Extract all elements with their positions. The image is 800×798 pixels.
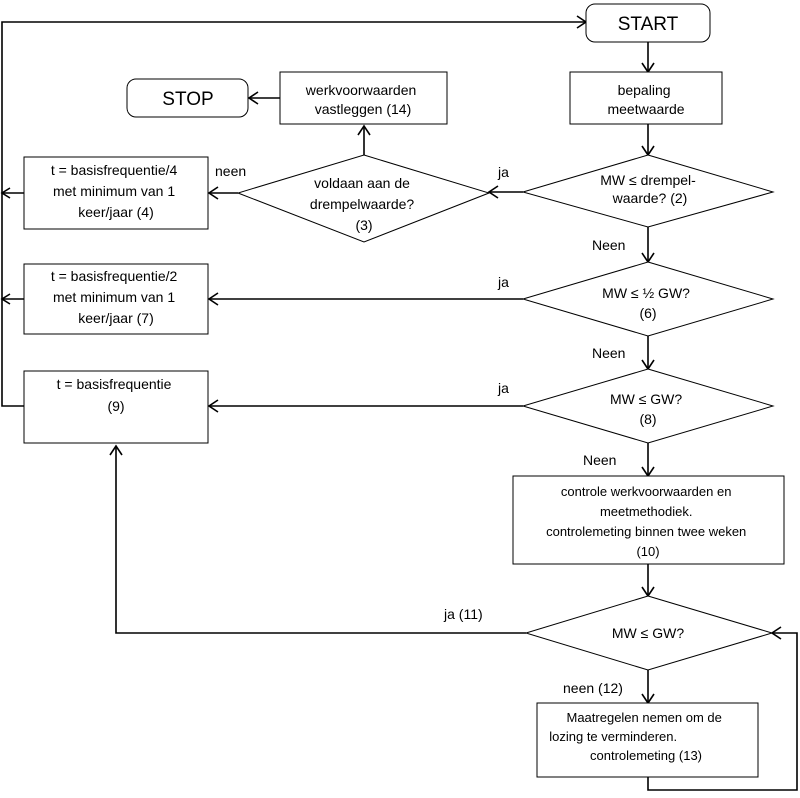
werkvoorwaarden-label: werkvoorwaarden vastleggen (14) <box>305 82 420 117</box>
box-b7-label: t = basisfrequentie/2 met minimum van 1 … <box>51 268 181 326</box>
decision-d8 <box>521 368 775 444</box>
edge-label-neen-d8: Neen <box>583 452 616 468</box>
box-b13 <box>536 702 759 778</box>
box-b10-label: controle werkvoorwaarden en meetmethodie… <box>546 484 750 559</box>
stop-terminal <box>126 78 249 118</box>
werkvoorwaarden-box <box>279 71 448 125</box>
edge-label-neen-d2: Neen <box>592 237 625 253</box>
decision-d3-label: voldaan aan de drempelwaarde? (3) <box>310 175 418 233</box>
decision-d12 <box>524 595 774 671</box>
edge-d12-b9 <box>115 446 526 634</box>
decision-d12-label: MW ≤ GW? <box>612 625 684 641</box>
stop-label: STOP <box>162 89 213 110</box>
edge-label-ja-d2: ja <box>497 164 509 180</box>
box-b9 <box>23 370 209 444</box>
decision-d8-label: MW ≤ GW? (8) <box>610 391 686 427</box>
decision-d6-label: MW ≤ ½ GW? (6) <box>602 285 694 321</box>
start-label: START <box>618 14 679 35</box>
start-terminal <box>585 3 711 43</box>
box-b9-label: t = basisfrequentie (9) <box>57 376 176 414</box>
decision-d2 <box>521 154 775 228</box>
edge-label-neen-d12: neen (12) <box>563 680 623 696</box>
edge-b9-bus <box>1 21 586 407</box>
arrowhead <box>109 444 123 456</box>
decision-d2-label: MW ≤ drempel- waarde? (2) <box>600 172 699 206</box>
box-b4 <box>23 156 209 230</box>
edge-b13-d12-loop <box>647 632 798 791</box>
edge-label-neen-d6: Neen <box>592 345 625 361</box>
bepaling-box <box>569 71 723 125</box>
arrowhead <box>487 185 499 199</box>
bepaling-label: bepaling meetwaarde <box>607 82 684 117</box>
arrowhead <box>247 91 259 105</box>
box-b7 <box>23 263 209 335</box>
arrowhead <box>207 399 219 413</box>
box-b4-label: t = basisfrequentie/4 met minimum van 1 … <box>51 162 181 220</box>
arrowhead <box>207 186 219 200</box>
box-b13-label: Maatregelen nemen om de lozing te vermin… <box>549 710 725 763</box>
decision-d6 <box>521 261 775 337</box>
edge-label-ja-d8: ja <box>497 380 509 396</box>
edge-label-ja-d12: ja (11) <box>443 606 483 622</box>
box-b10 <box>512 475 785 565</box>
edge-label-ja-d6: ja <box>497 274 509 290</box>
arrowhead <box>207 292 219 306</box>
decision-d3 <box>236 154 491 243</box>
arrowhead <box>357 124 371 136</box>
edge-label-neen-d3: neen <box>215 163 246 179</box>
